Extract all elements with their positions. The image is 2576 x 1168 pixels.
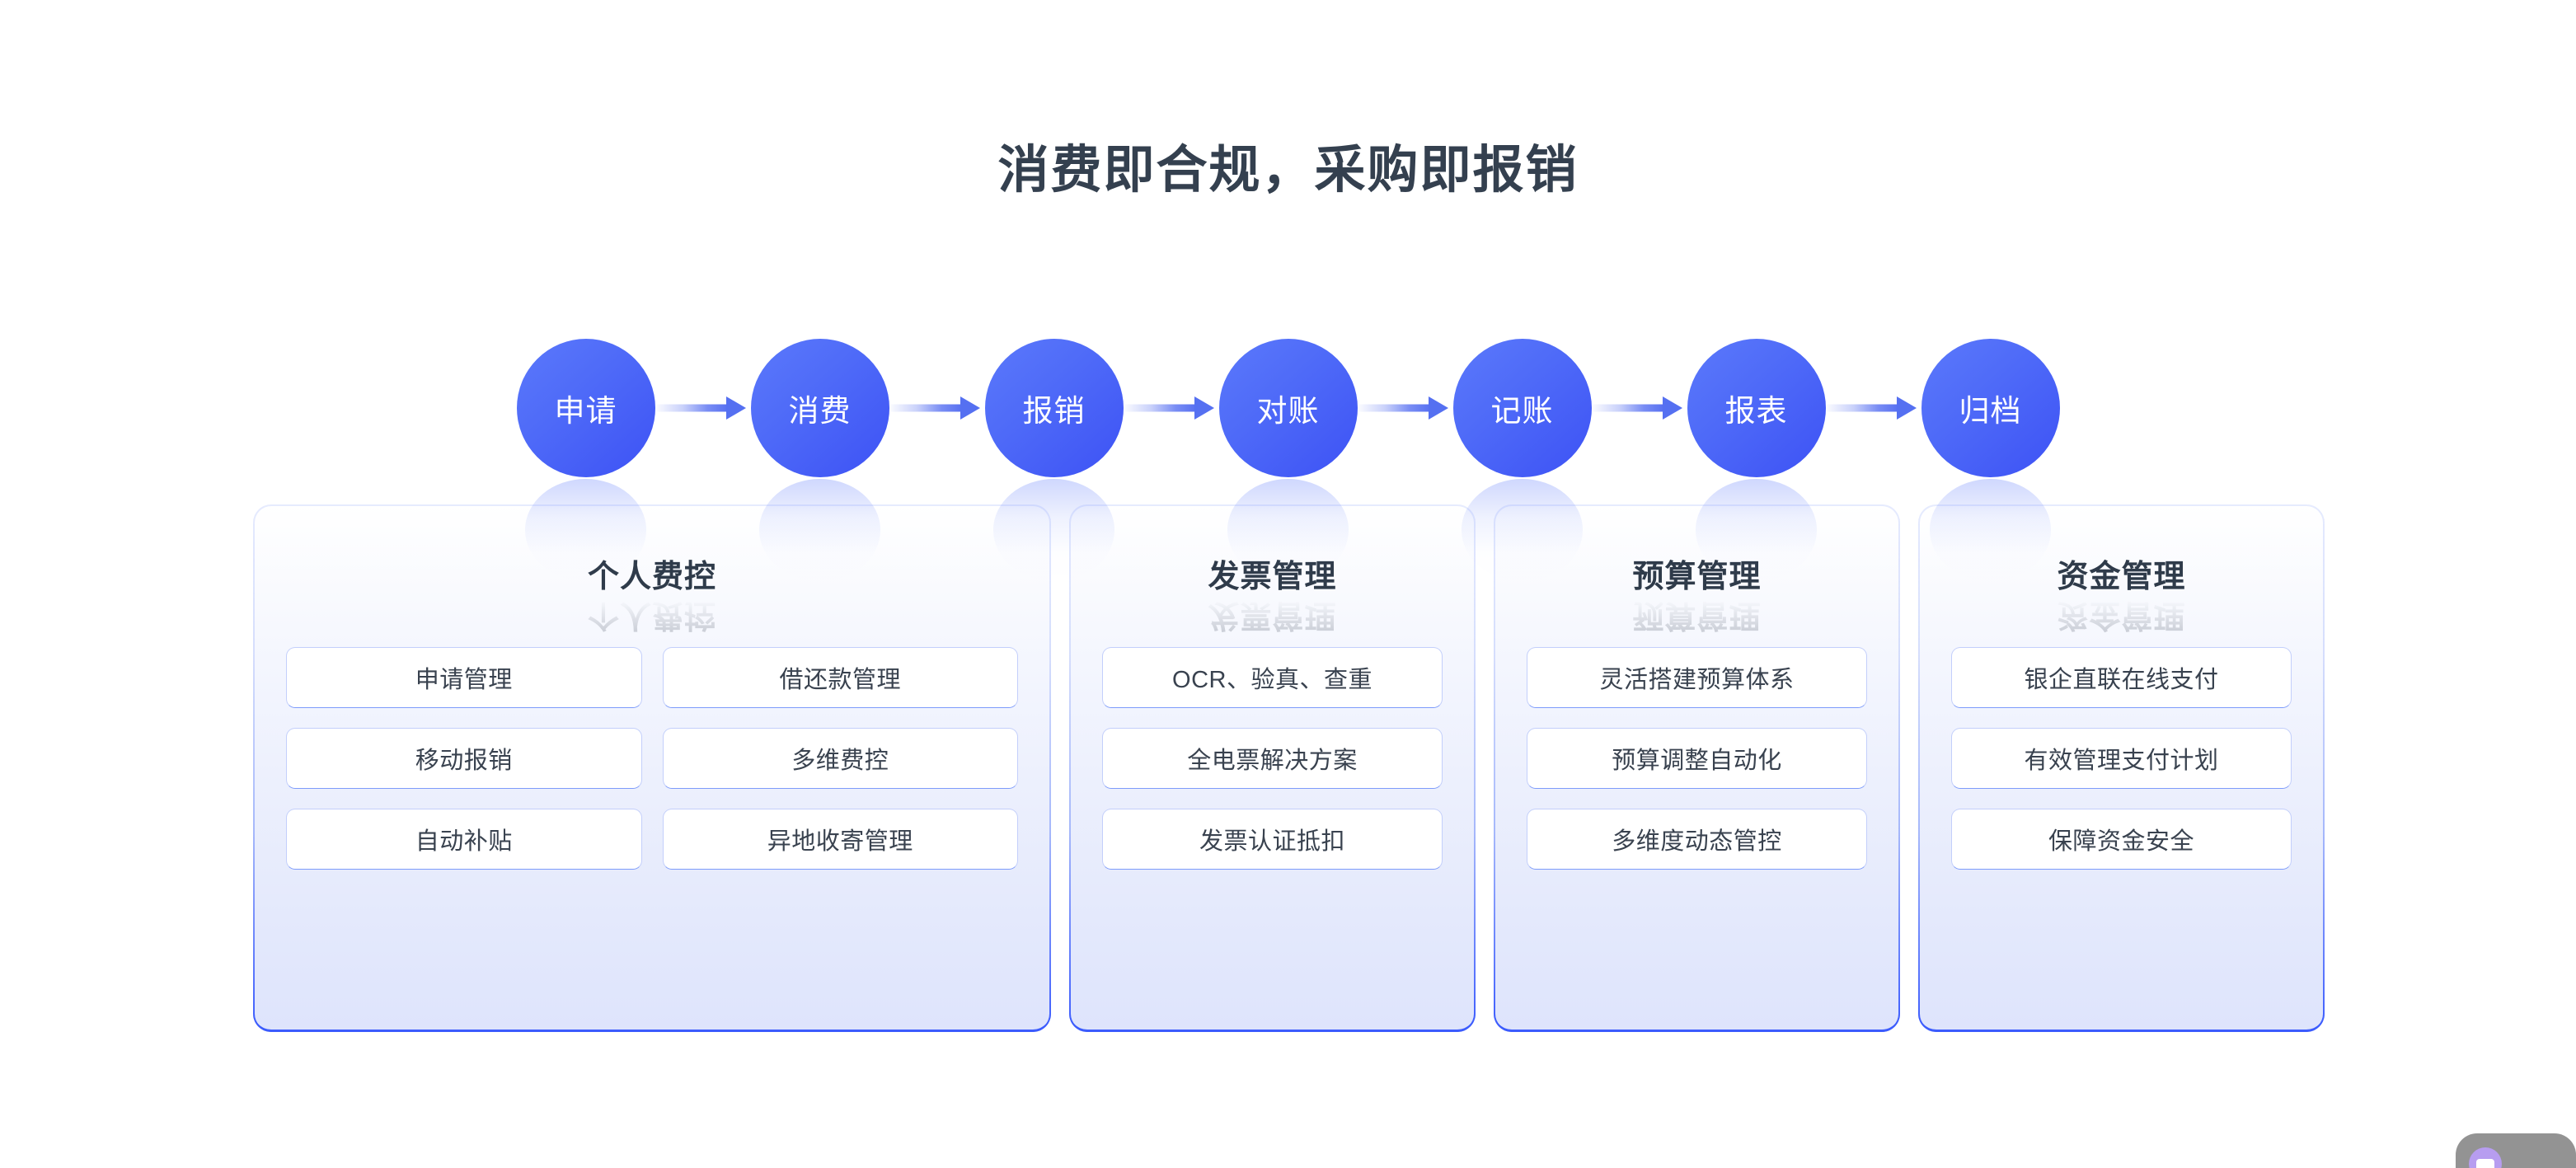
panel-title: 发票管理发票管理 xyxy=(1102,551,1443,632)
feature-panel-1: 个人费控个人费控申请管理借还款管理移动报销多维费控自动补贴异地收寄管理 xyxy=(253,504,1051,1032)
panel-title-reflection: 个人费控 xyxy=(587,598,716,632)
panel-title-text: 个人费控 xyxy=(587,560,716,594)
flow-step-5[interactable]: 记账 xyxy=(1452,339,1592,581)
panel-title-reflection: 发票管理 xyxy=(1208,598,1337,632)
feature-tile[interactable]: 移动报销 xyxy=(286,728,642,789)
feature-tile[interactable]: 全电票解决方案 xyxy=(1102,728,1443,789)
feature-tile[interactable]: 申请管理 xyxy=(286,647,642,708)
panel-title-reflection: 预算管理 xyxy=(1632,598,1762,632)
panel-title-reflection: 资金管理 xyxy=(2057,598,2186,632)
arrow-right-icon xyxy=(655,396,751,420)
arrow-head xyxy=(725,396,746,420)
flow-step-label: 报表 xyxy=(1724,394,1788,428)
flow-step-label: 消费 xyxy=(788,394,852,428)
panel-title-text: 预算管理 xyxy=(1632,560,1762,594)
flow-step-3[interactable]: 报销 xyxy=(984,339,1124,581)
panel-title-text: 资金管理 xyxy=(2057,560,2186,594)
feature-tile[interactable]: 预算调整自动化 xyxy=(1527,728,1867,789)
arrow-shaft xyxy=(655,404,728,412)
arrow-right-icon xyxy=(1591,396,1687,420)
arrow-head xyxy=(1662,396,1682,420)
feature-tile[interactable]: 自动补贴 xyxy=(286,809,642,870)
feature-tile[interactable]: 多维度动态管控 xyxy=(1527,809,1867,870)
arrow-shaft xyxy=(1825,404,1898,412)
corner-widget[interactable] xyxy=(2456,1133,2576,1168)
arrow-right-icon xyxy=(889,396,985,420)
feature-panels: 个人费控个人费控申请管理借还款管理移动报销多维费控自动补贴异地收寄管理发票管理发… xyxy=(253,504,2325,1032)
arrow-shaft xyxy=(1357,404,1430,412)
feature-panel-3: 预算管理预算管理灵活搭建预算体系预算调整自动化多维度动态管控 xyxy=(1494,504,1900,1032)
feature-tile[interactable]: 借还款管理 xyxy=(662,647,1018,708)
page-title: 消费即合规，采购即报销 xyxy=(997,142,1579,199)
arrow-right-icon xyxy=(1357,396,1453,420)
process-flow: 申请 消费 报销 对账 记账 报表 归档 xyxy=(0,326,2576,581)
feature-tile-grid: OCR、验真、查重全电票解决方案发票认证抵扣 xyxy=(1102,647,1443,987)
panel-title: 个人费控个人费控 xyxy=(286,551,1018,632)
flow-step-label: 申请 xyxy=(554,394,617,428)
flow-step-label: 归档 xyxy=(1959,394,2022,428)
feature-tile[interactable]: 灵活搭建预算体系 xyxy=(1527,647,1867,708)
arrow-head xyxy=(960,396,980,420)
arrow-shaft xyxy=(1591,404,1664,412)
feature-tile[interactable]: 银企直联在线支付 xyxy=(1951,647,2292,708)
feature-tile-grid: 银企直联在线支付有效管理支付计划保障资金安全 xyxy=(1951,647,2292,987)
feature-tile[interactable]: 保障资金安全 xyxy=(1951,809,2292,870)
arrow-head xyxy=(1428,396,1448,420)
panel-title: 资金管理资金管理 xyxy=(1951,551,2292,632)
feature-tile[interactable]: 发票认证抵扣 xyxy=(1102,809,1443,870)
feature-tile-grid: 申请管理借还款管理移动报销多维费控自动补贴异地收寄管理 xyxy=(286,647,1018,987)
flow-step-label: 对账 xyxy=(1256,394,1320,428)
arrow-head xyxy=(1194,396,1214,420)
arrow-shaft xyxy=(889,404,962,412)
flow-step-1[interactable]: 申请 xyxy=(516,339,655,581)
arrow-shaft xyxy=(1123,404,1196,412)
arrow-right-icon xyxy=(1825,396,1921,420)
feature-tile[interactable]: 异地收寄管理 xyxy=(662,809,1018,870)
panel-title: 预算管理预算管理 xyxy=(1527,551,1867,632)
arrow-right-icon xyxy=(1123,396,1219,420)
flow-step-2[interactable]: 消费 xyxy=(750,339,889,581)
flow-step-4[interactable]: 对账 xyxy=(1218,339,1358,581)
arrow-head xyxy=(1896,396,1917,420)
feature-tile[interactable]: 多维费控 xyxy=(662,728,1018,789)
flow-step-label: 报销 xyxy=(1022,394,1086,428)
flow-step-7[interactable]: 归档 xyxy=(1921,339,2060,581)
panel-title-text: 发票管理 xyxy=(1208,560,1337,594)
feature-tile[interactable]: OCR、验真、查重 xyxy=(1102,647,1443,708)
feature-panel-4: 资金管理资金管理银企直联在线支付有效管理支付计划保障资金安全 xyxy=(1918,504,2325,1032)
feature-tile[interactable]: 有效管理支付计划 xyxy=(1951,728,2292,789)
feature-tile-grid: 灵活搭建预算体系预算调整自动化多维度动态管控 xyxy=(1527,647,1867,987)
flow-step-6[interactable]: 报表 xyxy=(1687,339,1826,581)
user-avatar-icon xyxy=(2469,1147,2502,1168)
flow-step-label: 记账 xyxy=(1490,394,1554,428)
